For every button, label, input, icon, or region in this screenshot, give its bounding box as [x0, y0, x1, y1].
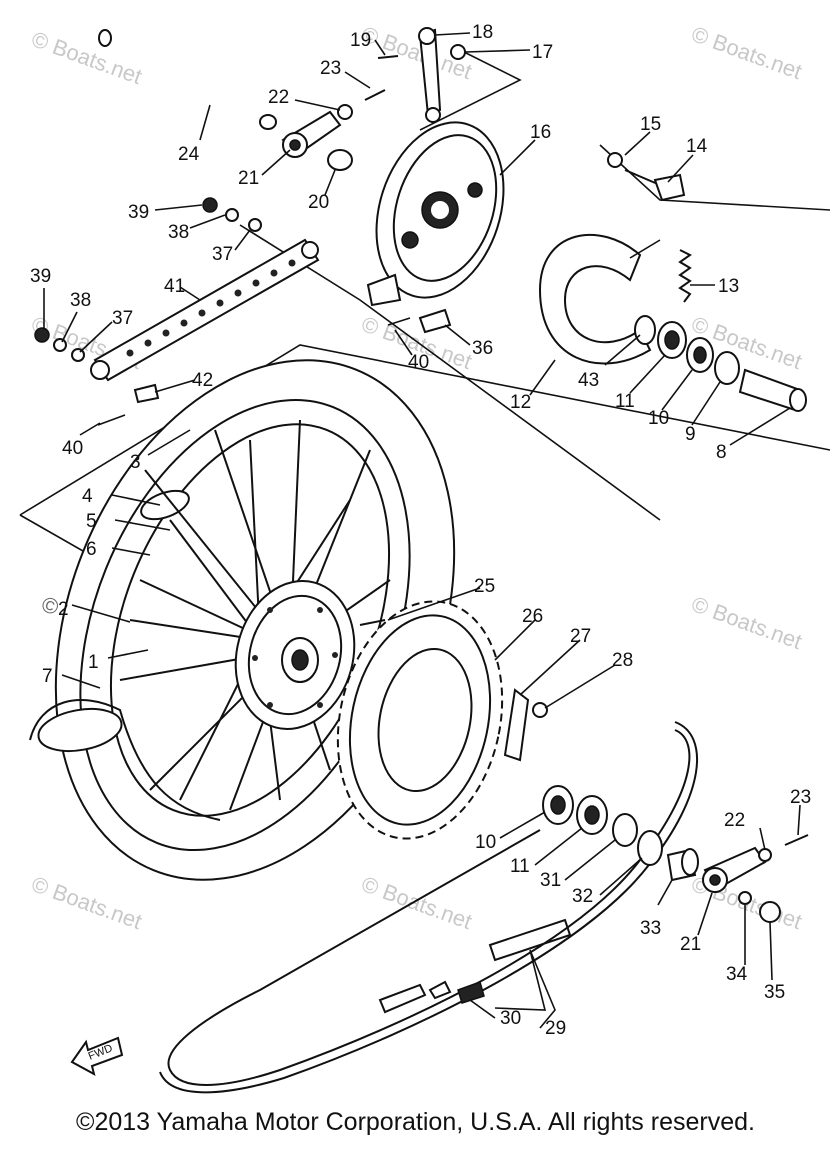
callout-3: 3 [130, 452, 141, 473]
brake-cam-lever [377, 27, 466, 123]
callout-10-lower: 10 [475, 832, 496, 853]
brake-shoes [538, 233, 661, 365]
callout-15: 15 [640, 114, 661, 135]
drive-chain [159, 721, 699, 1094]
callout-11: 11 [615, 391, 635, 412]
callout-2: 2 [58, 599, 69, 620]
watermark: © Boats.net [28, 26, 145, 89]
callout-40-left: 40 [62, 438, 83, 459]
callout-34: 34 [726, 964, 748, 985]
watermark: © Boats.net [688, 591, 805, 654]
callout-37: 37 [212, 244, 233, 265]
callout-18: 18 [472, 22, 493, 43]
hub-bearings-left [542, 785, 809, 923]
brake-shoe-plate [327, 121, 505, 307]
torque-arm [34, 197, 452, 426]
callout-40: 40 [408, 352, 429, 373]
rear-sprocket [336, 600, 504, 840]
callout-1: 1 [88, 652, 99, 673]
callout-17: 17 [532, 42, 553, 63]
callout-12: 12 [510, 392, 531, 413]
callout-10: 10 [648, 408, 669, 429]
callout-42: 42 [192, 370, 213, 391]
callout-25: 25 [474, 576, 495, 597]
hub-bearings-right [634, 315, 807, 412]
callout-6: 6 [86, 539, 97, 560]
callout-37-left: 37 [112, 308, 133, 329]
callout-35: 35 [764, 982, 785, 1003]
callout-38: 38 [168, 222, 189, 243]
callout-26: 26 [522, 606, 543, 627]
brake-camshaft [607, 152, 686, 202]
callout-23: 23 [320, 58, 341, 79]
callout-8: 8 [716, 442, 727, 463]
callout-leader-lines [43, 32, 801, 1029]
callout-30: 30 [500, 1008, 521, 1029]
callout-22-lower: 22 [724, 810, 745, 831]
sprocket-lock-washer [503, 688, 548, 762]
callout-24: 24 [178, 144, 200, 165]
callout-7: 7 [42, 666, 53, 687]
callout-33: 33 [640, 918, 661, 939]
callout-22: 22 [268, 87, 289, 108]
copyright-notice: ©2013 Yamaha Motor Corporation, U.S.A. A… [76, 1108, 755, 1136]
callout-23-lower: 23 [790, 787, 811, 808]
callout-labels: 18 17 19 23 22 24 21 20 16 15 14 39 38 3… [30, 22, 811, 1039]
fwd-arrow-icon: FWD [70, 1036, 124, 1076]
callout-28: 28 [612, 650, 633, 671]
rear-hub [234, 580, 386, 730]
callout-5: 5 [86, 511, 97, 532]
callout-4: 4 [82, 486, 93, 507]
callout-16: 16 [530, 122, 551, 143]
callout-43: 43 [578, 370, 599, 391]
callout-27: 27 [570, 626, 591, 647]
callout-32: 32 [572, 886, 593, 907]
watermark: © Boats.net [28, 871, 145, 934]
callout-39: 39 [128, 202, 149, 223]
brake-shoe-spring [678, 249, 692, 303]
callout-14: 14 [686, 136, 708, 157]
callout-13: 13 [718, 276, 739, 297]
rear-wheel-exploded-diagram: © Boats.net © Boats.net © Boats.net © Bo… [19, 21, 831, 1094]
callout-41: 41 [164, 276, 185, 297]
rear-axle [98, 29, 277, 130]
callout-11-lower: 11 [510, 856, 530, 877]
callout-39-left: 39 [30, 266, 51, 287]
watermark: © Boats.net [688, 21, 805, 84]
callout-21-lower: 21 [680, 934, 701, 955]
callout-9: 9 [685, 424, 696, 445]
callout-38-left: 38 [70, 290, 91, 311]
callout-20: 20 [308, 192, 329, 213]
callout-36: 36 [472, 338, 493, 359]
callout-19: 19 [350, 30, 371, 51]
callout-29: 29 [545, 1018, 566, 1039]
callout-21: 21 [238, 168, 259, 189]
callout-31: 31 [540, 870, 561, 891]
